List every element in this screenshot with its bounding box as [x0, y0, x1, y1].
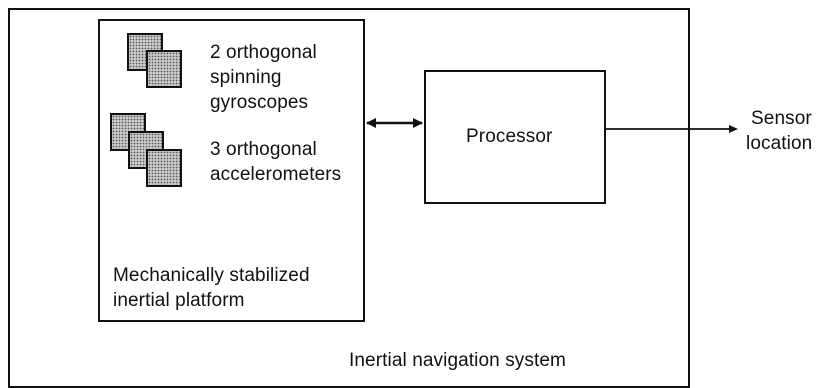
- processor-label: Processor: [466, 126, 553, 147]
- arrowhead-left: [366, 118, 376, 128]
- accelerometer-square-3: [146, 149, 182, 187]
- arrowhead-right: [413, 118, 423, 128]
- connector-arrows: [366, 118, 738, 133]
- gyroscope-square-2: [146, 50, 182, 88]
- sensor-location-label-line2: location: [746, 133, 813, 154]
- processor-box: [424, 70, 606, 204]
- accelerometers-label-line1: 3 orthogonal: [210, 139, 317, 160]
- platform-label-line2: inertial platform: [113, 290, 245, 311]
- system-label: Inertial navigation system: [349, 350, 566, 371]
- accelerometers-label-line2: accelerometers: [210, 164, 342, 185]
- gyroscopes-label-line1: 2 orthogonal: [210, 42, 317, 63]
- gyroscopes-label-line2: spinning: [210, 67, 282, 88]
- gyroscopes-label-line3: gyroscopes: [210, 92, 309, 113]
- sensor-location-label-line1: Sensor: [751, 108, 812, 129]
- output-arrowhead: [729, 125, 738, 133]
- platform-label-line1: Mechanically stabilized: [113, 265, 310, 286]
- stabilized-platform-box: [98, 19, 365, 322]
